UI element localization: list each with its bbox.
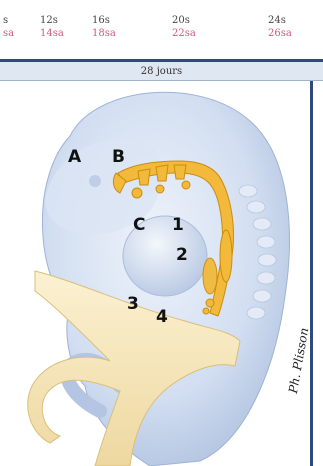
week-label: s [3,14,14,27]
stage-band: 28 jours [0,59,323,81]
week-label: 12s [40,14,64,27]
timeline-col-4: 24s 26sa [268,14,292,40]
timeline-col-2: 16s 18sa [92,14,116,40]
timeline-header: s sa 12s 14sa 16s 18sa 20s 22sa 24s 26sa [0,0,323,52]
amenorrhea-label: 26sa [268,27,292,40]
timeline-col-0: s sa [3,14,14,40]
week-label: 24s [268,14,292,27]
label-4: 4 [156,307,168,327]
label-A: A [68,147,81,167]
timeline-col-1: 12s 14sa [40,14,64,40]
week-label: 16s [92,14,116,27]
embryo-illustration [0,81,313,466]
timeline-col-3: 20s 22sa [172,14,196,40]
optic-vesicle [89,175,101,187]
label-1: 1 [172,215,184,235]
stage-label: 28 jours [0,66,323,77]
amenorrhea-label: 18sa [92,27,116,40]
label-3: 3 [127,294,139,314]
amenorrhea-label: sa [3,27,14,40]
label-C: C [133,215,145,235]
week-label: 20s [172,14,196,27]
amenorrhea-label: 22sa [172,27,196,40]
label-2: 2 [176,245,188,265]
amenorrhea-label: 14sa [40,27,64,40]
label-B: B [112,147,125,167]
